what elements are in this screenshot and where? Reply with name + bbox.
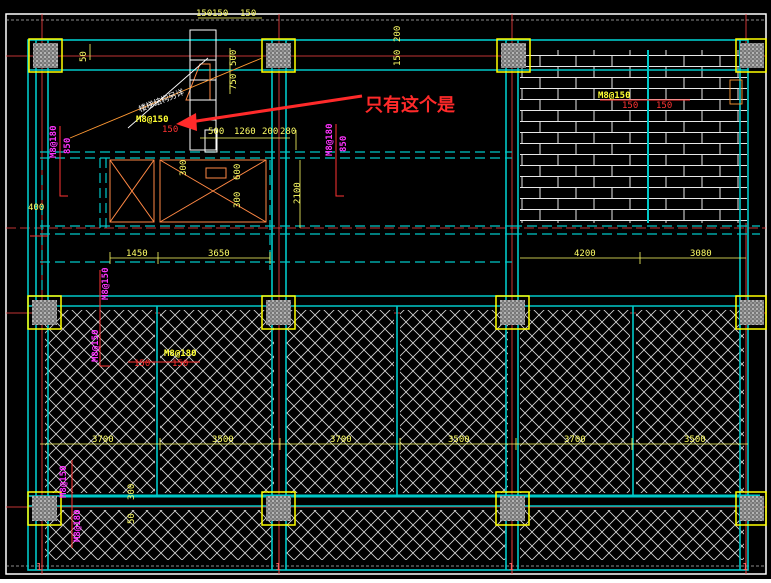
- column-d2: [735, 295, 767, 330]
- rebar-label-main: M8@150: [136, 115, 169, 125]
- dim-span-upper-2: 3650: [208, 249, 230, 259]
- column-c3: [495, 491, 530, 526]
- column-b3: [261, 491, 296, 526]
- column-a1: [28, 38, 63, 73]
- annotation-arrow: [176, 94, 363, 131]
- dim-left-3: 750: [229, 74, 239, 90]
- rebar-red-right-b: 150: [656, 101, 672, 111]
- magenta-label-6: M8@150: [101, 267, 111, 300]
- drawing-border: [5, 13, 767, 575]
- rebar-lines: [30, 57, 743, 548]
- dim-span-lower-3: 3700: [330, 435, 352, 445]
- axis-mark-c: 1: [508, 562, 514, 573]
- column-a2: [27, 295, 62, 330]
- axis-mark-d: 1: [742, 562, 748, 573]
- dim-top-1: 150: [196, 9, 212, 19]
- dim-left-2: 500: [229, 50, 239, 66]
- dim-small-1: 2100: [293, 182, 303, 204]
- brick-wall-area: [520, 50, 747, 223]
- columns: [27, 38, 767, 526]
- dim-lower-left-2: 50: [127, 513, 137, 524]
- dim-span-lower-4: 3500: [448, 435, 470, 445]
- rebar-red-right-a: 150: [622, 101, 638, 111]
- magenta-label-5: M8@150: [91, 329, 101, 362]
- rebar-red-lower-a: 150: [134, 359, 150, 369]
- dim-top-4: 200: [393, 26, 403, 42]
- dim-top-3: 150: [240, 9, 256, 19]
- dim-mid-4: 280: [280, 127, 296, 137]
- dim-small-2: 300: [179, 160, 189, 176]
- dim-span-upper-1: 1450: [126, 249, 148, 259]
- hatched-slabs: [45, 310, 744, 560]
- column-d3: [735, 491, 767, 526]
- rebar-red-main: 150: [162, 125, 178, 135]
- rebar-label-right: M8@150: [598, 91, 631, 101]
- magenta-label-3: M8@180: [325, 123, 335, 156]
- annotation-callout: 只有这个是: [365, 95, 455, 116]
- column-c1: [496, 38, 531, 73]
- dimension-lines: [40, 17, 748, 450]
- dim-small-4: 300: [233, 192, 243, 208]
- dim-span-upper-4: 3080: [690, 249, 712, 259]
- rebar-label-lower: M8@180: [164, 349, 197, 359]
- axis-mark-b: 1: [275, 562, 281, 573]
- dim-left-4: 150: [393, 50, 403, 66]
- dim-mid-2: 1260: [234, 127, 256, 137]
- dim-span-lower-2: 3500: [212, 435, 234, 445]
- column-d1: [735, 38, 767, 73]
- dim-mid-1: 500: [208, 127, 224, 137]
- dim-small-3: 600: [233, 164, 243, 180]
- column-b2: [261, 295, 296, 330]
- magenta-label-7: M8@150: [59, 465, 69, 498]
- dim-span-lower-5: 3700: [564, 435, 586, 445]
- dim-lower-left-1: 300: [127, 484, 137, 500]
- magenta-label-2: 850: [63, 138, 73, 154]
- axis-mark-a: 1: [36, 562, 42, 573]
- rebar-red-lower-b: 150: [172, 359, 188, 369]
- magenta-label-8: M8@180: [73, 509, 83, 542]
- dim-top-2: 150: [212, 9, 228, 19]
- dim-span-upper-3: 4200: [574, 249, 596, 259]
- dim-span-lower-6: 3500: [684, 435, 706, 445]
- dim-span-lower-1: 3700: [92, 435, 114, 445]
- axis-marks: [41, 540, 747, 574]
- dim-left-1: 50: [79, 51, 89, 62]
- magenta-label-1: M8@180: [49, 125, 59, 158]
- dim-mid-3: 200: [262, 127, 278, 137]
- dim-small-5: 400: [28, 203, 44, 213]
- column-a3: [27, 491, 62, 526]
- magenta-label-4: 850: [339, 136, 349, 152]
- dashed-lines: [40, 151, 760, 296]
- column-b1: [261, 38, 296, 73]
- column-c2: [495, 295, 530, 330]
